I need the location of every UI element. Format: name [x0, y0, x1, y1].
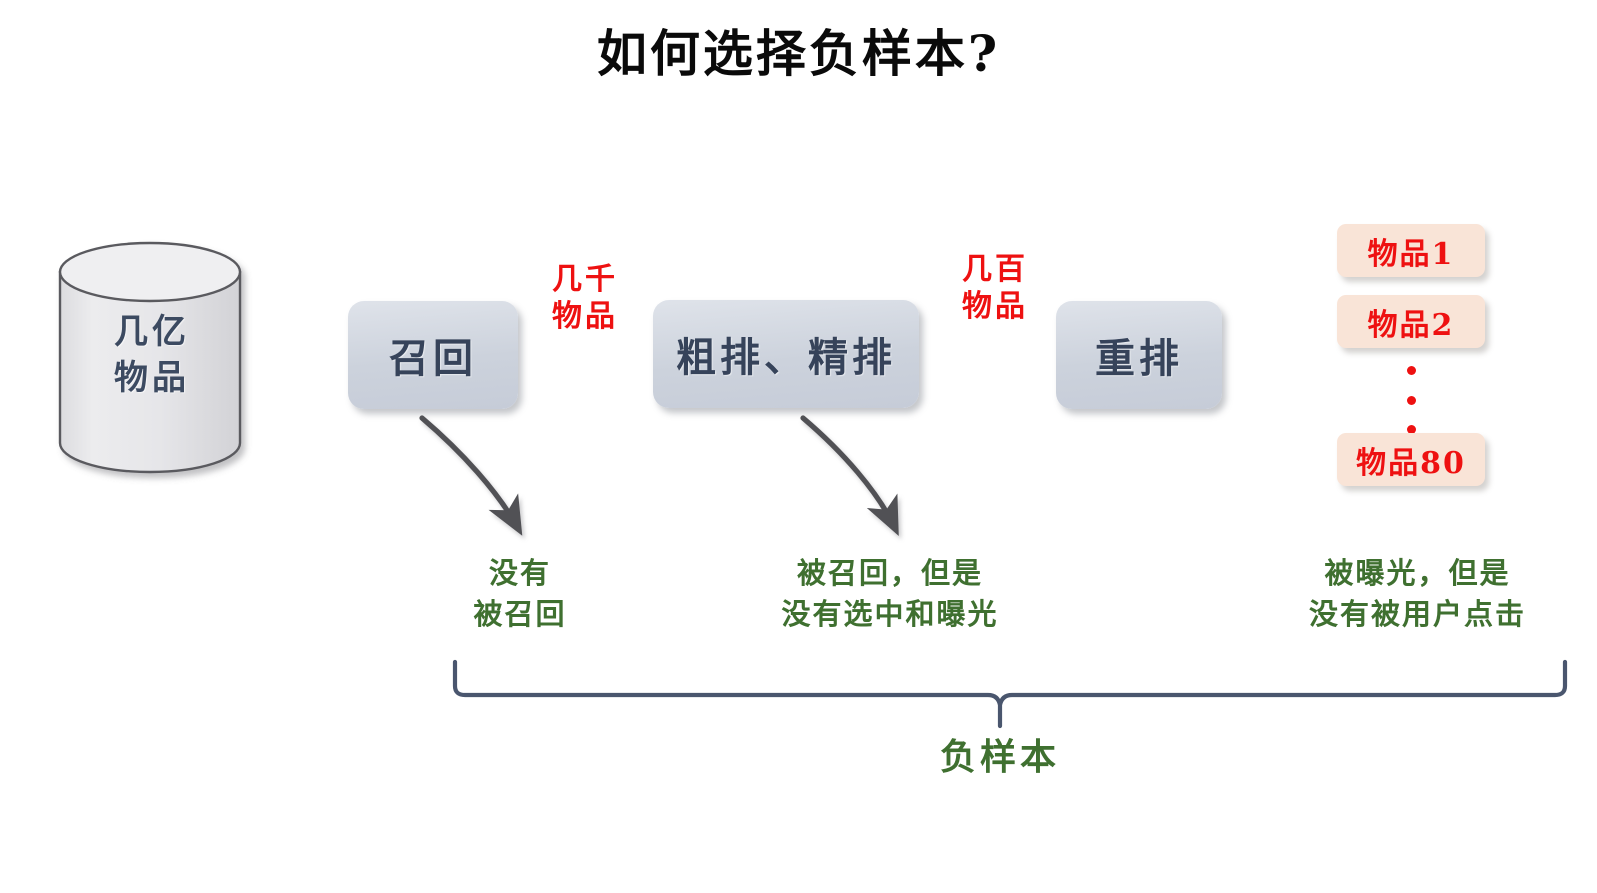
curved-arrow-recalled-unseen	[800, 415, 899, 536]
vertical-dots-icon	[1337, 366, 1485, 434]
dot-2	[1406, 395, 1416, 405]
note-seen-unclicked-line1: 被曝光，但是	[1324, 556, 1511, 590]
result-item-80[interactable]: 物品80	[1337, 433, 1485, 486]
note-seen-unclicked-line2: 没有被用户点击	[1308, 596, 1526, 631]
note-not-recalled-line2: 被召回	[473, 596, 567, 631]
page-title: 如何选择负样本?	[596, 24, 1001, 83]
negative-sample-brace-label: 负样本	[939, 736, 1060, 778]
item-pool-label-line1: 几亿	[114, 312, 190, 352]
stage-box-rerank[interactable]: 重排	[1056, 301, 1222, 409]
result-item-1-label: 物品1	[1367, 236, 1455, 272]
curved-arrow-not-recalled	[419, 415, 523, 536]
stage-box-recall[interactable]: 召回	[348, 301, 518, 409]
stage-label-recall: 召回	[389, 335, 477, 382]
note-seen-unclicked: 被曝光，但是 没有被用户点击	[1245, 553, 1590, 634]
flow-count-thousands-line1: 几千	[552, 262, 618, 297]
stage-label-rerank: 重排	[1095, 335, 1183, 382]
flow-count-thousands-line2: 物品	[552, 298, 618, 334]
result-item-2[interactable]: 物品2	[1337, 295, 1485, 348]
item-pool-label: 几亿 物品	[62, 310, 242, 402]
stage-label-ranking: 粗排、精排	[676, 334, 896, 381]
result-item-2-label: 物品2	[1367, 307, 1455, 343]
stage-box-ranking[interactable]: 粗排、精排	[653, 300, 919, 408]
note-not-recalled-line1: 没有	[488, 556, 551, 590]
flow-count-hundreds-line2: 物品	[962, 288, 1028, 324]
flow-count-thousands: 几千 物品	[530, 262, 640, 335]
result-item-80-label: 物品80	[1356, 445, 1466, 481]
note-recalled-unseen-line1: 被召回，但是	[796, 556, 983, 590]
dot-1	[1406, 366, 1416, 375]
flow-count-hundreds-line1: 几百	[962, 252, 1028, 287]
result-item-1[interactable]: 物品1	[1337, 224, 1485, 277]
negative-sample-brace	[452, 659, 1568, 729]
note-not-recalled: 没有 被召回	[400, 553, 640, 634]
item-pool-label-line2: 物品	[114, 357, 190, 398]
note-recalled-unseen: 被召回，但是 没有选中和曝光	[700, 553, 1080, 634]
note-recalled-unseen-line2: 没有选中和曝光	[781, 596, 999, 631]
dot-3	[1406, 425, 1416, 434]
flow-count-hundreds: 几百 物品	[940, 252, 1050, 325]
